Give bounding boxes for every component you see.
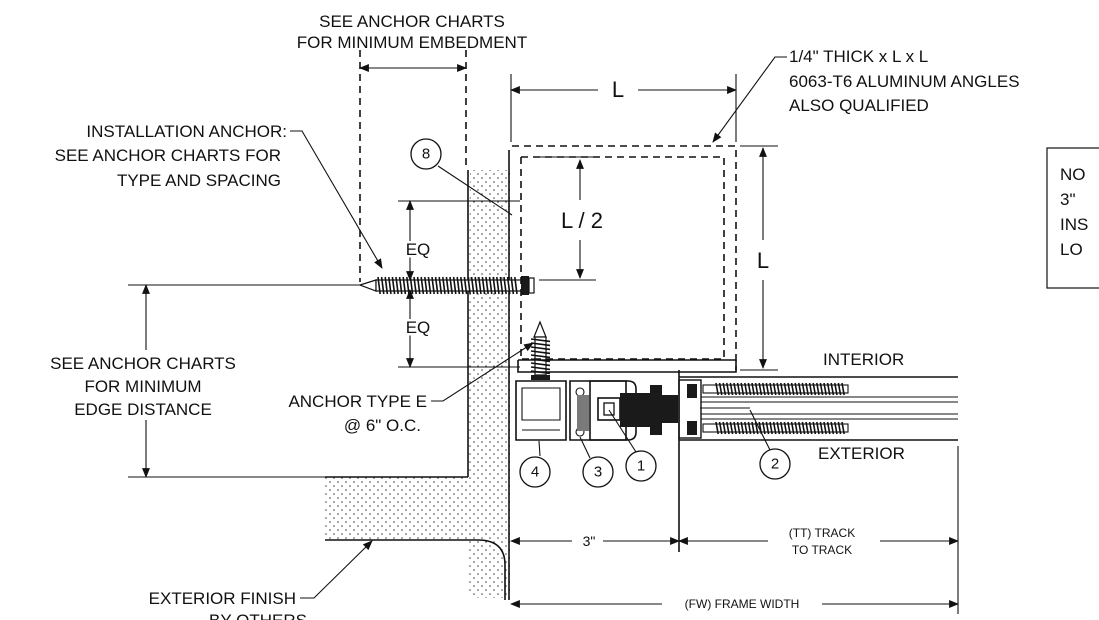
installation-anchor-label-2: SEE ANCHOR CHARTS FOR: [55, 146, 281, 165]
l-dimensions: L L / 2 L: [510, 74, 778, 371]
angle-label-3: ALSO QUALIFIED: [789, 96, 929, 115]
note-box: NO 3" INS LO: [1046, 147, 1099, 289]
note-line-1: NO: [1060, 165, 1086, 184]
installation-anchor-label-1: INSTALLATION ANCHOR:: [86, 122, 287, 141]
callout-3: 3: [579, 436, 614, 488]
exterior-finish-label-2: BY OTHERS: [209, 611, 307, 620]
angle-label: 1/4" THICK x L x L 6063-T6 ALUMINUM ANGL…: [712, 47, 1020, 143]
embedment-label-2: FOR MINIMUM EMBEDMENT: [297, 33, 527, 52]
interior-label: INTERIOR: [823, 350, 904, 369]
callout-1: 1: [608, 409, 657, 482]
svg-text:2: 2: [771, 456, 779, 473]
exterior-finish-label-1: EXTERIOR FINISH: [149, 589, 296, 608]
bottom-dimensions: 3" (TT) TRACK TO TRACK (FW) FRAME WIDTH: [510, 446, 959, 614]
svg-text:1: 1: [637, 458, 645, 475]
fw-label: (FW) FRAME WIDTH: [685, 597, 800, 611]
edge-distance-label-3: EDGE DISTANCE: [74, 400, 212, 419]
note-line-2: 3": [1060, 190, 1076, 209]
eq-upper-label: EQ: [406, 240, 431, 259]
substrate-wall: [325, 150, 510, 600]
frame-assembly: [515, 370, 958, 552]
anchor-type-e-label-2: @ 6" O.C.: [344, 416, 421, 435]
svg-text:3: 3: [594, 464, 602, 481]
tt-label-1: (TT) TRACK: [789, 526, 855, 540]
l-right-label: L: [757, 248, 769, 273]
edge-distance-label-1: SEE ANCHOR CHARTS: [50, 354, 236, 373]
tt-label-2: TO TRACK: [792, 543, 852, 557]
svg-text:4: 4: [531, 464, 539, 481]
note-line-4: LO: [1060, 240, 1083, 259]
embedment-label-1: SEE ANCHOR CHARTS: [319, 12, 505, 31]
installation-anchor-label-3: TYPE AND SPACING: [117, 171, 281, 190]
aluminum-angle: [512, 145, 737, 370]
svg-text:8: 8: [422, 146, 430, 163]
note-line-3: INS: [1060, 215, 1088, 234]
three-inch-label: 3": [583, 533, 596, 549]
anchor-type-e-label-1: ANCHOR TYPE E: [288, 392, 427, 411]
exterior-finish-label: EXTERIOR FINISH BY OTHERS: [149, 540, 373, 620]
eq-dimensions: EQ EQ: [398, 200, 520, 368]
anchor-type-e: ANCHOR TYPE E @ 6" O.C.: [288, 320, 551, 435]
angle-label-2: 6063-T6 ALUMINUM ANGLES: [789, 72, 1020, 91]
installation-anchor-label: INSTALLATION ANCHOR: SEE ANCHOR CHARTS F…: [55, 122, 383, 269]
l-top-label: L: [612, 77, 624, 102]
edge-distance-label-2: FOR MINIMUM: [84, 377, 201, 396]
callout-8: 8: [410, 138, 513, 216]
embedment-dimension: SEE ANCHOR CHARTS FOR MINIMUM EMBEDMENT: [297, 12, 527, 282]
angle-support: [517, 359, 737, 373]
eq-lower-label: EQ: [406, 318, 431, 337]
callout-2: 2: [749, 409, 791, 480]
callout-4: 4: [519, 440, 551, 488]
edge-distance-dimension: SEE ANCHOR CHARTS FOR MINIMUM EDGE DISTA…: [40, 284, 360, 478]
exterior-label: EXTERIOR: [818, 444, 905, 463]
l-half-label: L / 2: [561, 208, 603, 233]
angle-label-1: 1/4" THICK x L x L: [789, 47, 928, 66]
